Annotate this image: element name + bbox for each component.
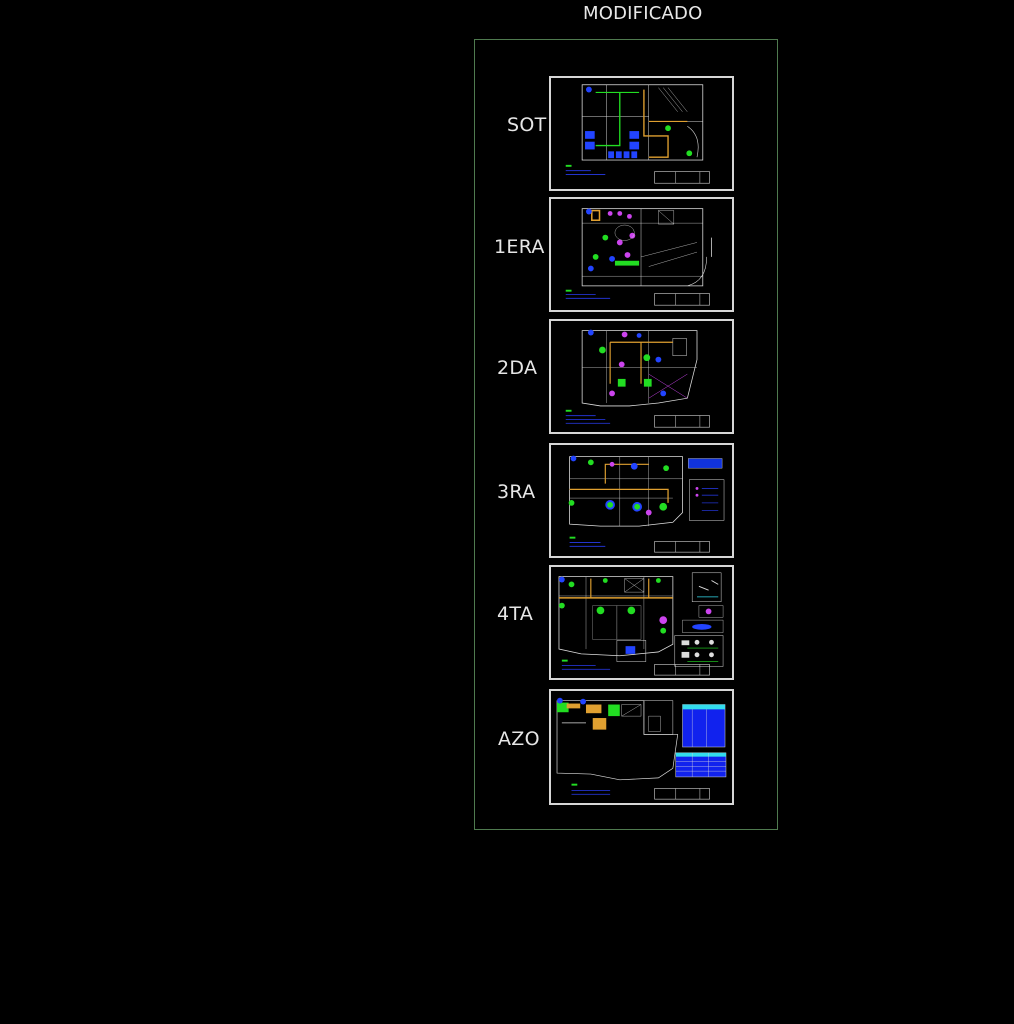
sheet-2da[interactable] xyxy=(549,319,734,434)
floor-label-1era: 1ERA xyxy=(494,236,545,258)
floor-plan-azo-drawing xyxy=(556,697,727,800)
outer-layout-frame xyxy=(474,39,778,830)
floor-label-4ta: 4TA xyxy=(497,603,534,625)
sheet-4ta[interactable] xyxy=(549,565,734,680)
floor-label-sot: SOT xyxy=(507,114,547,136)
drawing-title: MODIFICADO xyxy=(583,3,703,24)
floor-plan-4ta-drawing xyxy=(558,572,724,676)
sheet-sot[interactable] xyxy=(549,76,734,191)
sheet-azo[interactable] xyxy=(549,689,734,805)
floor-label-azo: AZO xyxy=(498,728,540,750)
floor-label-3ra: 3RA xyxy=(497,481,536,503)
floor-plan-2da-drawing xyxy=(565,329,710,428)
floor-label-2da: 2DA xyxy=(497,357,538,379)
floor-plan-3ra-drawing xyxy=(568,455,725,553)
floor-plan-sot-drawing xyxy=(565,84,710,184)
sheet-1era[interactable] xyxy=(549,197,734,312)
sheet-3ra[interactable] xyxy=(549,443,734,558)
floor-plan-1era-drawing xyxy=(565,208,712,306)
